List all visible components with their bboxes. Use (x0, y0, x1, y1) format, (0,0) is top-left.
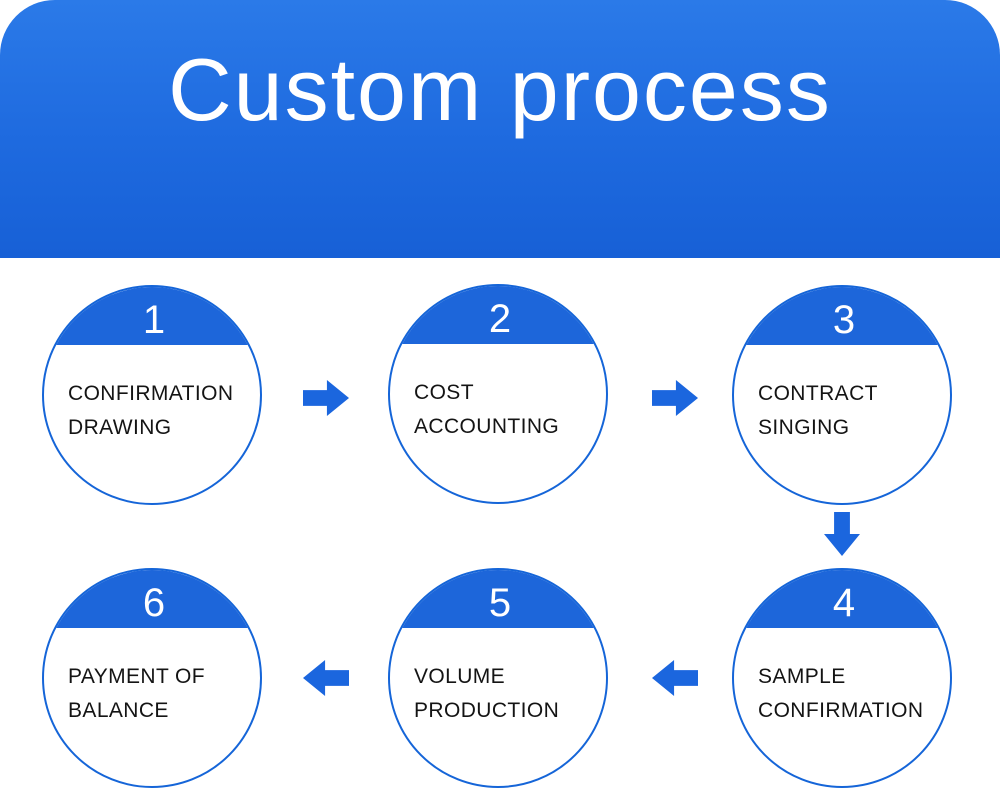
step-number-badge-1: 1 (44, 287, 260, 345)
page-title: Custom process (168, 40, 832, 139)
step-number-1: 1 (142, 297, 166, 342)
step-label-3: CONTRACT SINGING (734, 377, 950, 445)
step-number-badge-6: 6 (44, 570, 260, 628)
step-label-6-line-2: BALANCE (68, 699, 169, 722)
step-number-badge-3: 3 (734, 287, 950, 345)
arrow-left-step4-step5-icon (652, 660, 698, 696)
step-label-6-line-1: PAYMENT OF (68, 665, 206, 688)
step-number-4: 4 (832, 580, 856, 625)
step-label-5-line-2: PRODUCTION (414, 699, 560, 722)
step-circle-2: 2 COST ACCOUNTING (388, 284, 608, 504)
arrow-right-step2-step3-icon (652, 380, 698, 416)
step-label-5: VOLUME PRODUCTION (390, 660, 606, 728)
step-label-2: COST ACCOUNTING (390, 376, 606, 444)
step-circle-1: 1 CONFIRMATION DRAWING (42, 285, 262, 505)
step-label-2-line-2: ACCOUNTING (414, 415, 560, 438)
arrow-down-step3-step4-icon (824, 512, 860, 556)
step-label-5-line-1: VOLUME (414, 665, 506, 688)
step-circle-6: 6 PAYMENT OF BALANCE (42, 568, 262, 788)
step-number-badge-2: 2 (390, 286, 606, 344)
step-number-badge-4: 4 (734, 570, 950, 628)
step-label-3-line-1: CONTRACT (758, 382, 878, 405)
arrow-right-step1-step2-icon (303, 380, 349, 416)
step-number-5: 5 (488, 580, 512, 625)
step-label-4-line-2: CONFIRMATION (758, 699, 924, 722)
step-circle-3: 3 CONTRACT SINGING (732, 285, 952, 505)
step-number-6: 6 (142, 580, 166, 625)
step-label-4-line-1: SAMPLE (758, 665, 846, 688)
step-number-2: 2 (488, 296, 512, 341)
step-label-2-line-1: COST (414, 381, 474, 404)
step-label-6: PAYMENT OF BALANCE (44, 660, 260, 728)
arrow-left-step5-step6-icon (303, 660, 349, 696)
step-label-4: SAMPLE CONFIRMATION (734, 660, 950, 728)
step-label-1: CONFIRMATION DRAWING (44, 377, 260, 445)
step-label-1-line-1: CONFIRMATION (68, 382, 234, 405)
step-number-badge-5: 5 (390, 570, 606, 628)
header-banner: Custom process (0, 0, 1000, 258)
step-label-1-line-2: DRAWING (68, 416, 172, 439)
step-number-3: 3 (832, 297, 856, 342)
step-label-3-line-2: SINGING (758, 416, 850, 439)
step-circle-5: 5 VOLUME PRODUCTION (388, 568, 608, 788)
step-circle-4: 4 SAMPLE CONFIRMATION (732, 568, 952, 788)
